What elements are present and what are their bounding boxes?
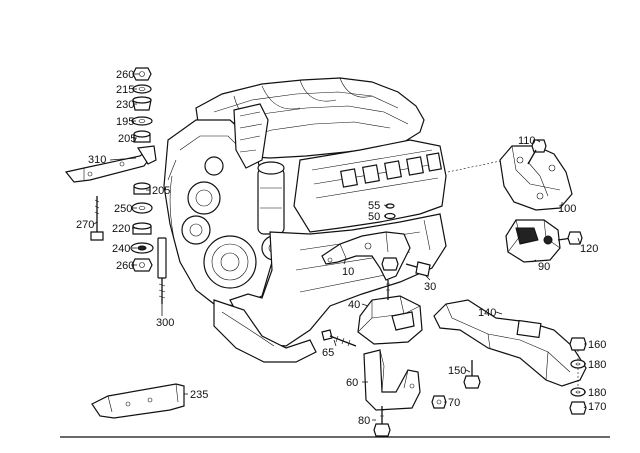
callout-195: 195 — [116, 116, 134, 128]
callout-10: 10 — [342, 266, 354, 278]
callout-205: 205 — [152, 185, 170, 197]
callout-140: 140 — [478, 307, 496, 319]
engine-illustration — [163, 77, 506, 363]
callout-170: 170 — [588, 401, 606, 413]
callout-150: 150 — [448, 365, 466, 377]
callout-270: 270 — [76, 219, 94, 231]
callout-230: 230 — [116, 99, 134, 111]
callout-80: 80 — [358, 415, 370, 427]
callout-65: 65 — [322, 347, 334, 359]
callout-180: 180 — [588, 359, 606, 371]
callout-70: 70 — [448, 397, 460, 409]
callout-240: 240 — [112, 243, 130, 255]
callout-40: 40 — [348, 299, 360, 311]
callout-110: 110 — [518, 135, 536, 147]
callout-120: 120 — [580, 243, 598, 255]
mount-hardware-stack — [64, 67, 185, 419]
engine-mount-parts — [321, 203, 447, 437]
callout-50: 50 — [368, 211, 380, 223]
callout-55: 55 — [368, 200, 380, 212]
callout-260: 260 — [116, 260, 134, 272]
part-number-labels: 260 215 230 195 205 310 205 250 270 220 … — [76, 69, 606, 427]
callout-180: 180 — [588, 387, 606, 399]
callout-90: 90 — [538, 261, 550, 273]
callout-300: 300 — [156, 317, 174, 329]
callout-215: 215 — [116, 84, 134, 96]
callout-205: 205 — [118, 133, 136, 145]
callout-260: 260 — [116, 69, 134, 81]
callout-235: 235 — [190, 389, 208, 401]
callout-60: 60 — [346, 377, 358, 389]
callout-160: 160 — [588, 339, 606, 351]
callout-30: 30 — [424, 281, 436, 293]
callout-310: 310 — [88, 154, 106, 166]
callout-100: 100 — [558, 203, 576, 215]
transmission-mount-parts — [433, 139, 587, 415]
leader-lines — [93, 73, 587, 421]
callout-250: 250 — [114, 203, 132, 215]
callout-220: 220 — [112, 223, 130, 235]
